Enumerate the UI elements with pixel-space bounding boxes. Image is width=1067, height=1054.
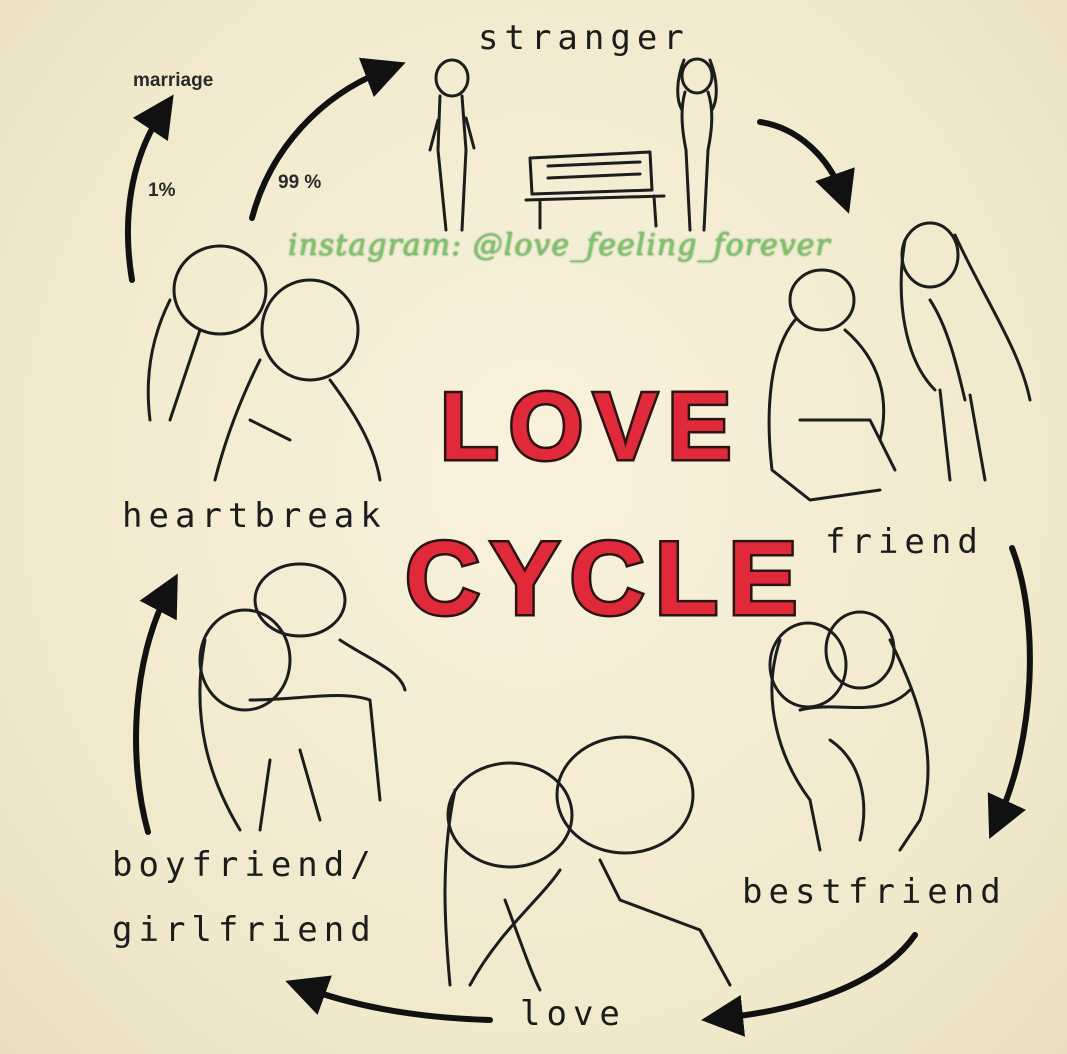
stranger-figures-illustration: [428, 57, 718, 232]
label-bestfriend: bestfriend: [742, 872, 1007, 912]
arrow-bestfriend-to-love: [701, 932, 918, 1037]
heartbreak-figures-illustration: [146, 244, 382, 482]
bench-icon: [524, 150, 666, 230]
label-cycle-percent: 99 %: [278, 172, 322, 193]
friend-figures-illustration: [767, 221, 1032, 502]
label-marriage: marriage: [133, 70, 214, 91]
label-heartbreak: heartbreak: [122, 496, 387, 536]
arrow-love-to-bfgf: [285, 975, 493, 1023]
title-cycle: CYCLE: [402, 519, 808, 640]
arrow-heartbreak-to-stranger: [249, 57, 406, 221]
arrow-bfgf-to-heartbreak: [133, 573, 178, 835]
label-friend: friend: [825, 522, 984, 562]
bestfriend-figures-illustration: [768, 610, 930, 852]
instagram-watermark: instagram: @love_feeling_forever: [288, 228, 831, 263]
arrow-stranger-to-friend: [757, 119, 855, 214]
label-stranger: stranger: [478, 18, 690, 58]
label-love: love: [520, 994, 626, 1034]
label-marriage-percent: 1%: [148, 180, 176, 201]
love-figures-illustration: [443, 735, 732, 992]
boyfriend-girlfriend-figures-illustration: [198, 562, 407, 832]
label-girlfriend: girlfriend: [112, 910, 377, 950]
arrow-friend-to-bestfriend: [987, 545, 1033, 840]
label-boyfriend: boyfriend/: [112, 845, 377, 885]
title-love: LOVE: [437, 371, 742, 483]
arrow-heartbreak-to-marriage: [124, 94, 174, 283]
